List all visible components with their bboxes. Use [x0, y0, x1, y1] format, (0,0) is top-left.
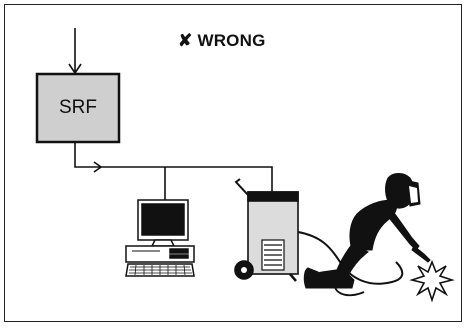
heading-text: WRONG — [197, 31, 266, 50]
spark-icon — [409, 259, 455, 303]
cross-mark-icon: ✘ — [178, 31, 193, 50]
input-arrow — [68, 28, 82, 75]
srf-box — [35, 72, 121, 144]
computer-icon — [125, 199, 195, 277]
welding-machine-icon — [234, 178, 404, 285]
connection-lines — [74, 142, 273, 200]
diagram-frame — [4, 4, 462, 322]
wrong-heading: ✘WRONG — [178, 31, 266, 51]
welder-icon — [303, 173, 431, 297]
